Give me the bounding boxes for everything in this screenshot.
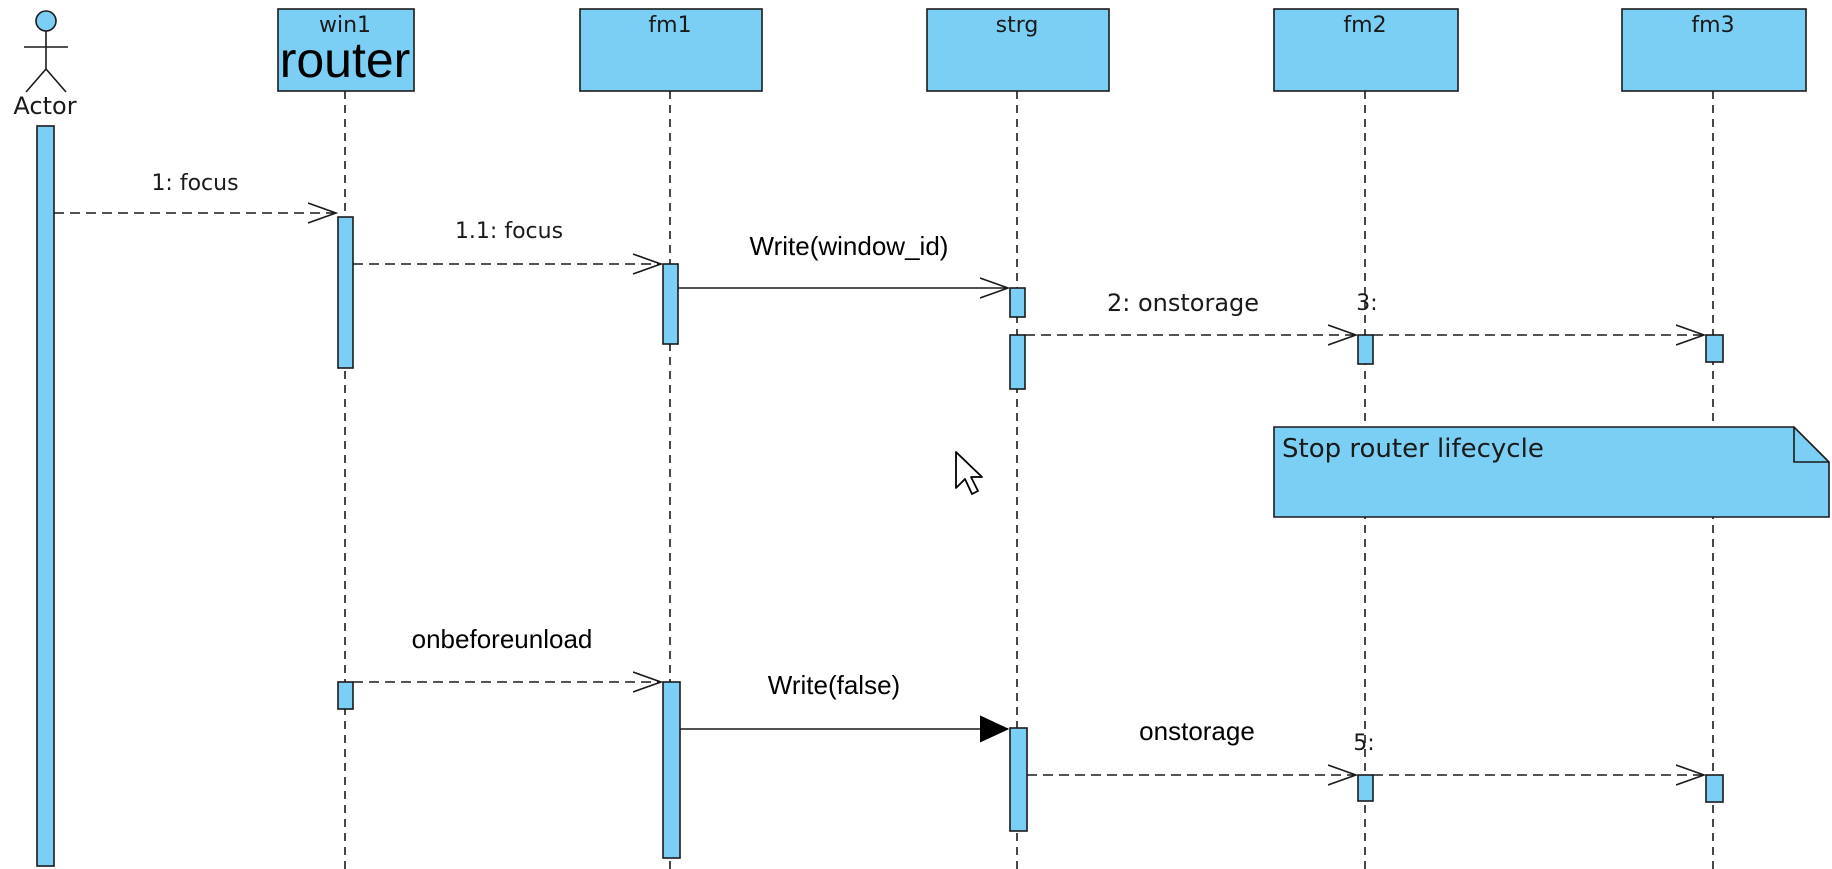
lifeline-title: fm3 (1691, 13, 1734, 38)
message-1-1-focus[interactable]: 1.1: focus (353, 219, 661, 264)
message-label: Write(false) (768, 670, 900, 700)
note[interactable]: Stop router lifecycle (1273, 426, 1830, 518)
note-text: Stop router lifecycle (1282, 434, 1544, 464)
activation-bar-win1[interactable] (337, 681, 354, 710)
activation-bar-strg[interactable] (1009, 334, 1026, 390)
activation-bar-strg[interactable] (1009, 727, 1028, 832)
stick-figure-icon (24, 10, 68, 93)
lifeline-header-win1[interactable]: win1 router (277, 8, 415, 92)
message-1-focus[interactable]: 1: focus (54, 171, 336, 213)
lifeline-title: win1 (319, 13, 371, 38)
lifeline-subtitle: router (280, 32, 411, 88)
message-label: Write(window_id) (750, 231, 949, 261)
lifeline-header-fm3[interactable]: fm3 (1621, 8, 1807, 92)
activation-bar-strg[interactable] (1009, 287, 1026, 318)
message-3[interactable]: 3: (1356, 291, 1704, 335)
lifeline-header-fm2[interactable]: fm2 (1273, 8, 1459, 92)
mouse-pointer-icon (955, 451, 983, 495)
lifeline-title: fm1 (648, 13, 691, 38)
activation-bar-fm3[interactable] (1705, 334, 1724, 363)
lifeline-header-fm1[interactable]: fm1 (579, 8, 763, 92)
message-label: 1.1: focus (455, 219, 563, 244)
actor[interactable]: Actor (13, 10, 77, 120)
message-onstorage[interactable]: onstorage (1027, 716, 1356, 775)
activation-bar-win1[interactable] (337, 216, 354, 369)
activation-bar-fm1[interactable] (662, 681, 681, 859)
message-label: 2: onstorage (1107, 289, 1259, 317)
activation-bar-fm2[interactable] (1357, 334, 1374, 365)
activation-bars (36, 125, 1724, 867)
message-label: 5: (1353, 731, 1374, 756)
message-label: onbeforeunload (412, 624, 593, 654)
lifeline-title: fm2 (1343, 13, 1386, 38)
activation-bar-fm2[interactable] (1357, 774, 1374, 802)
actor-label: Actor (13, 92, 76, 120)
lifeline-title: strg (996, 13, 1039, 38)
lifeline-header-strg[interactable]: strg (926, 8, 1110, 92)
activation-bar-fm3[interactable] (1705, 774, 1724, 803)
message-2-onstorage[interactable]: 2: onstorage (1025, 289, 1356, 335)
message-label: 3: (1356, 291, 1377, 316)
message-label: 1: focus (151, 171, 238, 196)
activation-bar-actor[interactable] (36, 125, 55, 867)
message-write-false[interactable]: Write(false) (680, 670, 1008, 729)
message-onbeforeunload[interactable]: onbeforeunload (353, 624, 661, 682)
message-label: onstorage (1139, 716, 1255, 746)
activation-bar-fm1[interactable] (662, 263, 679, 345)
message-write-window-id[interactable]: Write(window_id) (678, 231, 1008, 288)
message-5[interactable]: 5: (1353, 731, 1704, 775)
